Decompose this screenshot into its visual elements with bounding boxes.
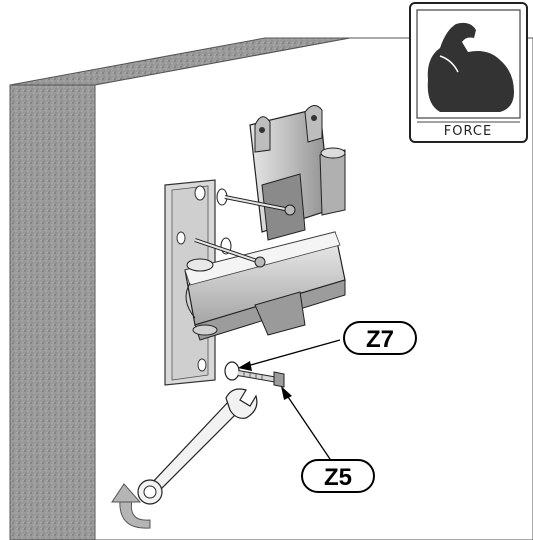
washer-z7 [224, 361, 240, 381]
force-label: FORCE [444, 124, 492, 139]
callout-z7: Z7 [238, 321, 417, 371]
flexed-arm-icon [427, 22, 514, 112]
bolts [194, 188, 296, 268]
force-badge: FORCE [409, 2, 528, 143]
callout-z7-label: Z7 [366, 326, 394, 353]
wrench-icon [137, 388, 258, 505]
callout-z5: Z5 [281, 386, 375, 493]
callout-z5-label: Z5 [324, 464, 352, 491]
wall-side [9, 84, 96, 540]
bolt-upper [216, 188, 296, 216]
rotation-arrow-icon [111, 483, 151, 529]
bolt-middle [194, 237, 266, 268]
screw-z5 [237, 370, 285, 388]
